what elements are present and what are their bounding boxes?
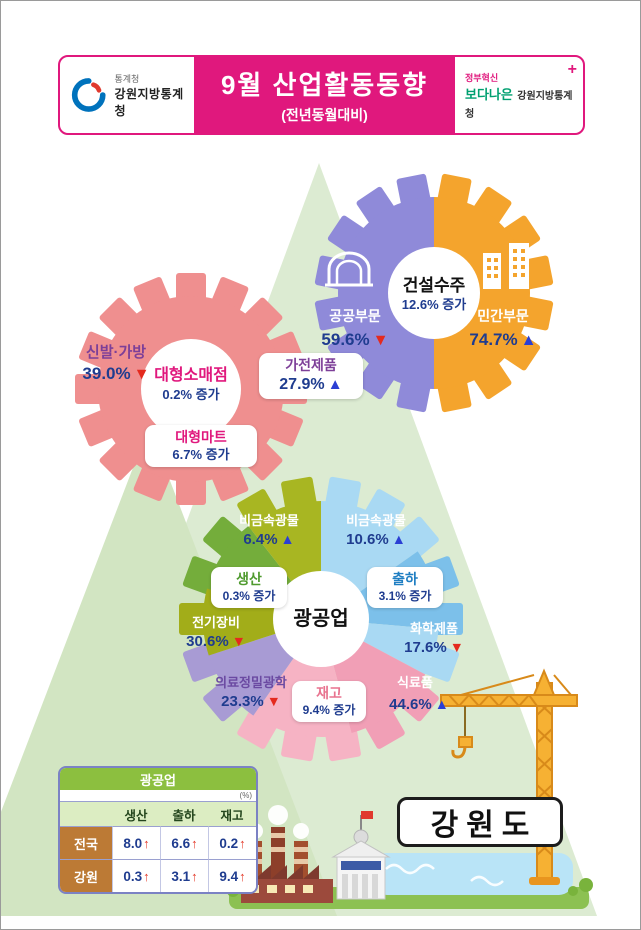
table-col-header: 재고 — [208, 801, 256, 826]
trend-arrow-icon: ▲ — [391, 531, 406, 548]
trend-arrow-icon: ▲ — [434, 697, 449, 713]
mining-chemical-stat: 화학제품 17.6%▼ — [404, 621, 464, 656]
trend-arrow-icon: ▲ — [327, 375, 343, 393]
mining-medical-stat: 의료정밀광학 23.3%▼ — [215, 675, 287, 710]
trend-arrow-icon: ▲ — [280, 531, 295, 548]
table-cell: 6.6↑ — [160, 826, 208, 859]
construction-gear-center: 건설수주 12.6% 증가 — [377, 275, 491, 314]
retail-appliance-label: 가전제품 — [285, 357, 337, 373]
flag — [361, 811, 373, 819]
trend-arrow-icon: ▼ — [231, 633, 246, 650]
agency-logo-box: 통계청 강원지방통계청 — [60, 57, 194, 133]
page-subtitle: (전년동월대비) — [281, 107, 368, 123]
trend-arrow-icon: ▼ — [266, 693, 281, 710]
table-col-header: 출하 — [160, 801, 208, 826]
retail-mart-value: 6.7% 증가 — [172, 446, 230, 462]
mining-shipment-chip: 출하 3.1% 증가 — [367, 567, 443, 608]
retail-mart-label: 대형마트 — [175, 429, 227, 445]
trend-arrow-icon: ↑ — [191, 835, 198, 851]
retail-appliance-chip: 가전제품 27.9%▲ — [259, 353, 363, 399]
mining-inventory-chip: 재고 9.4% 증가 — [292, 681, 366, 722]
construction-center-title: 건설수주 — [402, 276, 466, 295]
table-cell: 3.1↑ — [160, 859, 208, 892]
mining-center-title: 광공업 — [293, 608, 349, 630]
header: 통계청 강원지방통계청 9월 산업활동동향 (전년동월대비) 정부혁신 보다나은… — [58, 55, 585, 135]
badge-small-text: 정부혁신 — [465, 73, 499, 83]
construction-private-stat: 민간부문 — [459, 307, 547, 325]
table-unit: (%) — [239, 791, 252, 800]
agency-name-small: 통계청 — [114, 73, 140, 84]
trend-arrow-icon: ↑ — [143, 835, 150, 851]
statistics-korea-logo-icon — [71, 78, 106, 112]
table-corner-cell — [60, 801, 112, 826]
smoke-puff — [293, 823, 309, 839]
mining-production-chip: 생산 0.3% 증가 — [211, 567, 287, 608]
mining-table: 광공업 (%) 생산 출하 재고 전국 8.0↑ 6.6↑ 0.2↑ 강원 0.… — [58, 766, 258, 894]
trend-arrow-icon: ↑ — [191, 868, 198, 884]
table-row-header: 전국 — [60, 826, 112, 859]
retail-shoes-value: 39.0%▼ — [82, 363, 150, 383]
smoke-puff — [268, 805, 288, 825]
agency-name: 강원지방통계청 — [114, 86, 184, 118]
trend-arrow-icon: ↑ — [239, 868, 246, 884]
badge-line: 보다나은 강원지방통계청 — [465, 84, 577, 122]
table-title: 광공업 — [60, 768, 256, 790]
construction-private-value: 74.7%▲ — [469, 330, 537, 349]
retail-shoes-label: 신발·가방 — [85, 344, 147, 361]
trend-arrow-icon: ↑ — [239, 835, 246, 851]
table-row-header: 강원 — [60, 859, 112, 892]
construction-public-label: 공공부문 — [329, 308, 381, 324]
crane-hook — [451, 746, 467, 759]
trend-arrow-icon: ↑ — [143, 868, 150, 884]
retail-appliance-value: 27.9%▲ — [279, 375, 343, 393]
mining-food-stat: 식료품 — [397, 675, 433, 690]
trend-arrow-icon: ▲ — [520, 331, 537, 349]
mining-nonmetal-ship-stat: 비금속광물 10.6%▲ — [346, 513, 406, 548]
construction-public-value: 59.6%▼ — [321, 330, 389, 349]
table-cell: 9.4↑ — [208, 859, 256, 892]
agency-name-block: 통계청 강원지방통계청 — [114, 72, 194, 119]
badge-slogan: 보다나은 — [465, 87, 513, 102]
hall-building — [331, 811, 391, 900]
table-cell: 0.3↑ — [112, 859, 160, 892]
page-title: 9월 산업활동동향 — [220, 70, 429, 100]
crane-hook-block — [458, 736, 473, 748]
table-cell: 0.2↑ — [208, 826, 256, 859]
badge-agency: 강원지방통계청 — [465, 91, 573, 120]
trend-arrow-icon: ▼ — [372, 331, 389, 349]
construction-private-label: 민간부문 — [477, 308, 529, 324]
mining-nonmetal-prod-stat: 비금속광물 6.4%▲ — [239, 513, 299, 548]
table-cell: 8.0↑ — [112, 826, 160, 859]
plus-icon: + — [567, 61, 577, 78]
table-col-header: 생산 — [112, 801, 160, 826]
title-banner: 9월 산업활동동향 (전년동월대비) — [194, 57, 455, 133]
retail-gear-center: 대형소매점 0.2% 증가 — [129, 366, 253, 403]
trend-arrow-icon: ▼ — [449, 639, 464, 656]
retail-center-value: 0.2% 증가 — [162, 387, 220, 402]
table-grid: 생산 출하 재고 전국 8.0↑ 6.6↑ 0.2↑ 강원 0.3↑ 3.1↑ … — [60, 801, 256, 892]
mining-gear-center: 광공업 — [271, 607, 371, 632]
construction-public-stat: 공공부문 — [311, 307, 399, 325]
mining-electrical-stat: 전기장비 30.6%▼ — [186, 615, 246, 650]
retail-mart-chip: 대형마트 6.7% 증가 — [145, 425, 257, 467]
retail-shoes-stat: 신발·가방 39.0%▼ — [57, 343, 175, 385]
region-sign: 강원도 — [397, 797, 563, 847]
water — [373, 853, 573, 895]
buildings-icon — [483, 243, 529, 289]
retail-center-title: 대형소매점 — [154, 367, 228, 384]
trend-arrow-icon: ▼ — [133, 364, 150, 383]
tunnel-icon — [325, 251, 373, 287]
mining-food-value: 44.6%▲ — [389, 696, 449, 713]
construction-center-value: 12.6% 증가 — [401, 297, 467, 313]
innovation-badge: 정부혁신 보다나은 강원지방통계청 + — [455, 57, 583, 133]
